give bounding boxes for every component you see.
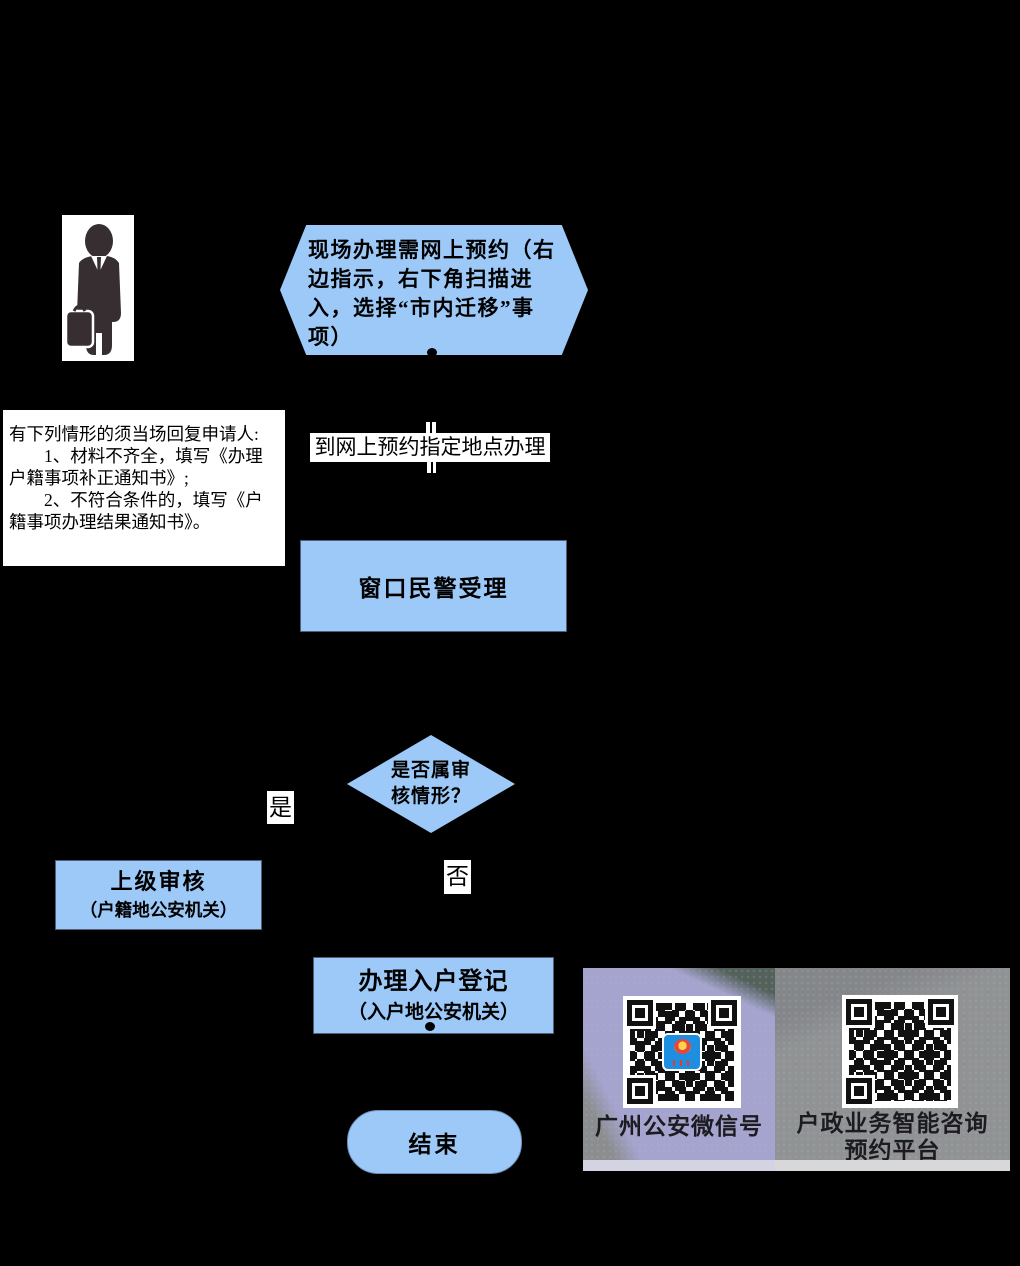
- qr-panel: 广州公安微信号 户政业务智能咨询 预约平台: [583, 968, 1010, 1171]
- arrow-shaft-tick: [427, 462, 436, 473]
- connector-dot: [425, 1022, 435, 1031]
- review-box: 上级审核 （户籍地公安机关）: [55, 860, 262, 930]
- qr-right-label-line1: 户政业务智能咨询: [796, 1110, 989, 1136]
- police-crest-icon: [673, 1039, 691, 1054]
- appointment-hexagon: 现场办理需网上预约（右 边指示，右下角扫描进 入，选择“市内迁移”事 项）: [280, 225, 588, 355]
- applicant-person-icon: [64, 224, 121, 355]
- qr-finder-icon: [627, 1000, 653, 1026]
- qr-finder-icon: [627, 1078, 653, 1104]
- qr-left-label: 广州公安微信号: [595, 1113, 763, 1139]
- connector-dot: [427, 348, 437, 357]
- notice-box: 有下列情形的须当场回复申请人: 1、材料不齐全，填写《办理 户籍事项补正通知书》…: [3, 410, 285, 566]
- review-box-line1: 上级审核: [110, 869, 207, 894]
- register-box: 办理入户登记 （入户地公安机关）: [313, 957, 554, 1034]
- appointment-hexagon-text: 现场办理需网上预约（右 边指示，右下角扫描进 入，选择“市内迁移”事 项）: [308, 238, 556, 349]
- police-emblem-icon: [662, 1033, 702, 1071]
- end-node: 结束: [347, 1110, 522, 1174]
- accept-box: 窗口民警受理: [300, 540, 567, 632]
- accept-box-text: 窗口民警受理: [358, 576, 509, 601]
- qr-right-label: 户政业务智能咨询 预约平台: [775, 1110, 1010, 1164]
- decision-line1: 是否属审: [390, 760, 471, 781]
- qr-finder-icon: [846, 999, 872, 1025]
- no-branch-label: 否: [444, 860, 471, 894]
- review-box-line2: （户籍地公安机关）: [79, 900, 238, 920]
- end-node-text: 结束: [408, 1132, 461, 1157]
- qr-right-label-line2: 预约平台: [844, 1137, 941, 1163]
- qr-finder-icon: [711, 1000, 737, 1026]
- register-box-line1: 办理入户登记: [358, 968, 509, 995]
- gz-police-wechat-qr-icon: [623, 996, 741, 1108]
- yes-branch-label: 是: [267, 791, 294, 824]
- appointment-platform-qr-icon: [842, 995, 958, 1108]
- decision-diamond: 是否属审 核情形？: [347, 735, 515, 833]
- qr-finder-icon: [928, 999, 954, 1025]
- applicant-icon: [62, 215, 134, 361]
- qr-finder-icon: [846, 1078, 872, 1104]
- arrow-shaft-tick: [426, 422, 436, 433]
- panel-bottom-strip: [583, 1160, 1010, 1171]
- notice-box-text: 有下列情形的须当场回复申请人: 1、材料不齐全，填写《办理 户籍事项补正通知书》…: [9, 424, 263, 532]
- badge-caption: [670, 1060, 694, 1066]
- location-note: 到网上预约指定地点办理: [310, 433, 550, 462]
- register-box-line2: （入户地公安机关）: [347, 1001, 519, 1023]
- decision-line2: 核情形？: [390, 786, 471, 807]
